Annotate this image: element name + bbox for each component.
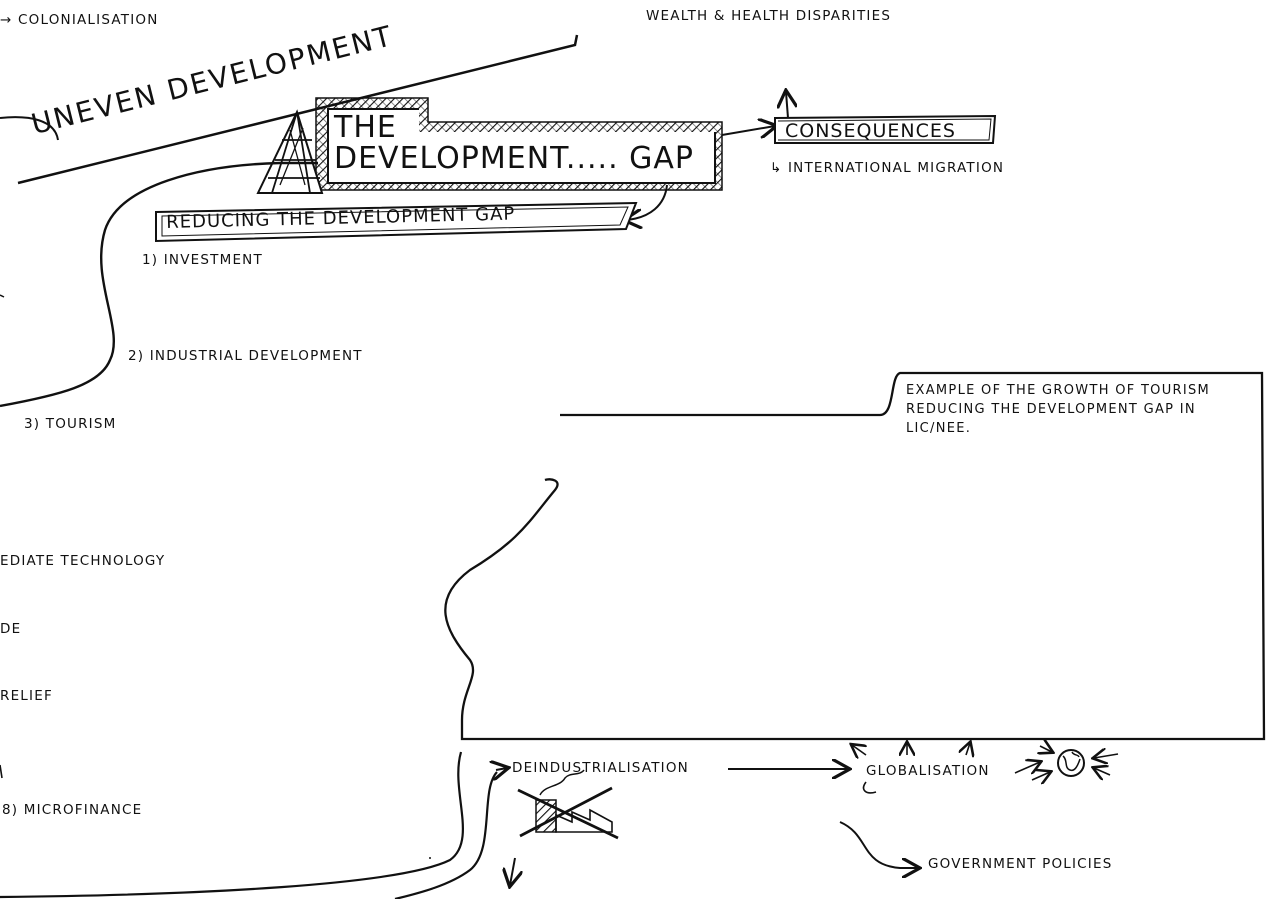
label-investment: 1) INVESTMENT xyxy=(142,252,263,268)
label-globalisation: GLOBALISATION xyxy=(866,763,990,779)
arrow-up-to-wealth xyxy=(786,92,788,119)
arrow-to-consequences xyxy=(721,126,775,135)
left-top-curve xyxy=(0,116,59,141)
electricity-pylon-icon xyxy=(256,109,324,194)
label-colonialisation: → COLONIALISATION xyxy=(0,12,159,28)
factory-crossed-out-icon xyxy=(510,769,619,885)
globe-icon xyxy=(1057,749,1085,777)
example-note-text: EXAMPLE OF THE GROWTH OF TOURISM REDUCIN… xyxy=(906,383,1211,436)
title-line-2: DEVELOPMENT..... GAP xyxy=(334,141,695,176)
label-wealth-health: WEALTH & HEALTH DISPARITIES xyxy=(646,8,892,24)
left-branch-curve xyxy=(0,161,318,408)
consequences-box xyxy=(774,114,997,144)
example-note-box xyxy=(444,371,1266,741)
bottom-left-curve xyxy=(0,751,464,899)
title-line-1: THE xyxy=(334,110,397,145)
label-government-policies: GOVERNMENT POLICIES xyxy=(928,856,1113,872)
label-intermediate-technology: EDIATE TECHNOLOGY xyxy=(0,553,166,569)
label-international-migration: ↳ INTERNATIONAL MIGRATION xyxy=(770,160,1005,176)
title-box-lower xyxy=(327,132,716,184)
reducing-box xyxy=(155,201,638,243)
label-microfinance: 8) MICROFINANCE xyxy=(2,802,143,818)
arrow-to-reducing xyxy=(626,184,668,220)
label-deindustrialisation: DEINDUSTRIALISATION xyxy=(512,760,689,776)
label-consequences: CONSEQUENCES xyxy=(785,120,956,142)
label-industrial-development: 2) INDUSTRIAL DEVELOPMENT xyxy=(128,348,363,364)
label-tourism: 3) TOURISM xyxy=(24,416,117,432)
label-trade: DE xyxy=(0,621,22,637)
arrow-to-government-policies xyxy=(839,821,918,868)
label-debt-relief: RELIEF xyxy=(0,688,53,704)
uneven-underline xyxy=(17,34,579,185)
